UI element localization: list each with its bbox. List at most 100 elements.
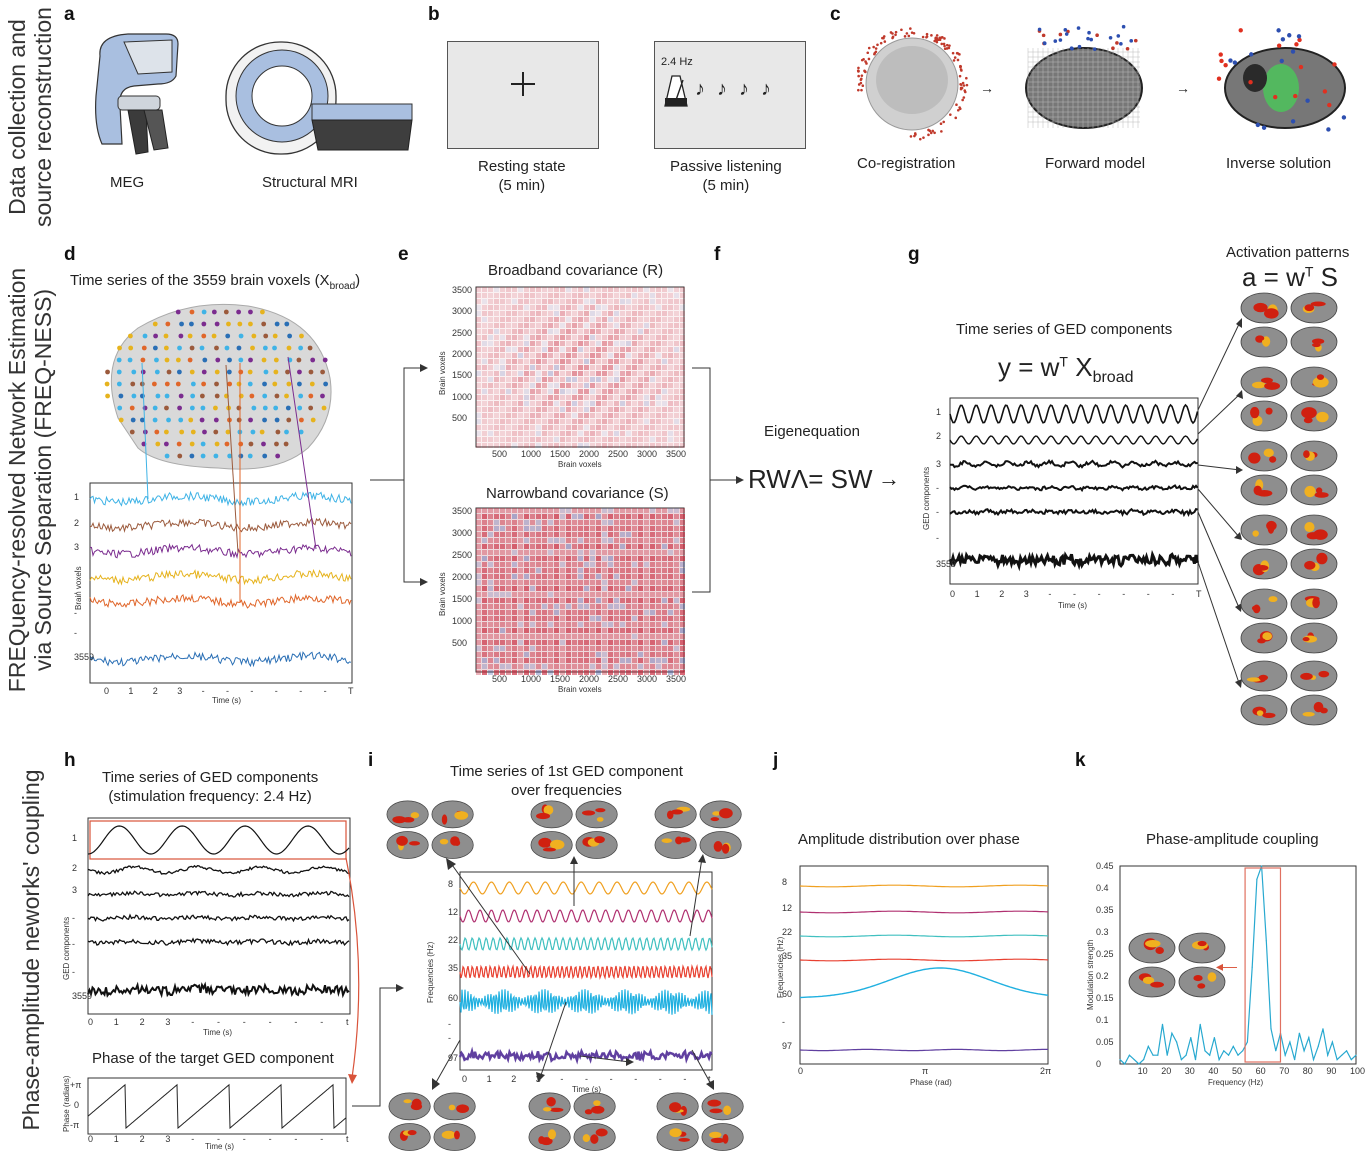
covariance-cell [500,437,505,442]
panel-e-xtick-0-6: 3500 [666,449,687,459]
covariance-cell [536,610,541,615]
covariance-cell [596,437,601,442]
pac-data-point [1251,966,1253,968]
voxel-dot [178,333,184,339]
brain-hemisphere [1240,588,1288,620]
covariance-cell [530,622,535,627]
voxel-dot [275,453,281,459]
covariance-cell [602,311,607,316]
covariance-cell [566,305,571,310]
panel-k-ylabel: Modulation strength [1086,939,1095,1010]
covariance-cell [482,395,487,400]
panel-d-ytick-3: - [74,566,77,576]
voxel-time-series-chart [89,356,353,684]
covariance-cell [596,329,601,334]
covariance-cell [524,401,529,406]
covariance-cell [506,311,511,316]
covariance-cell [584,598,589,603]
arrow-c1: → [980,80,994,96]
covariance-cell [590,383,595,388]
covariance-cell [512,520,517,525]
panel-d-ytick-0: 1 [74,492,80,502]
covariance-cell [632,431,637,436]
covariance-cell [584,544,589,549]
covariance-cell [530,389,535,394]
covariance-cell [662,293,667,298]
covariance-cell [608,431,613,436]
voxel-dot [179,429,185,435]
pac-data-point [1284,1054,1286,1056]
panel-d-xtick-1: 1 [128,686,134,696]
covariance-cell [578,634,583,639]
covariance-cell [476,377,481,382]
covariance-cell [602,574,607,579]
covariance-cell [650,610,655,615]
covariance-cell [608,568,613,573]
covariance-cell [482,616,487,621]
covariance-cell [680,443,685,448]
activation-blob [661,838,673,843]
covariance-cell [590,395,595,400]
sensor-dot [965,83,969,87]
covariance-cell [602,383,607,388]
activation-blob [550,839,565,850]
covariance-cell [626,574,631,579]
covariance-cell [614,604,619,609]
pac-data-point [1265,940,1267,942]
covariance-cell [488,550,493,555]
covariance-cell [680,389,685,394]
covariance-cell [674,329,679,334]
panel-e-ytick-0-0: 3500 [452,285,473,295]
sensor-dot [1290,49,1296,54]
sensor-dot [1255,122,1261,128]
covariance-cell [518,407,523,412]
covariance-cell [602,634,607,639]
covariance-cell [500,562,505,567]
covariance-cell [536,365,541,370]
covariance-cell [548,359,553,364]
panel-e-ytick-0-4: 1500 [452,370,473,381]
activation-blob [1316,374,1325,380]
covariance-cell [542,664,547,669]
covariance-cell [590,526,595,531]
covariance-cell [596,598,601,603]
voxel-dot [177,345,182,351]
covariance-cell [554,520,559,525]
panel-j-title: Amplitude distribution over phase [798,831,1020,848]
covariance-cell [548,526,553,531]
sensor-dot [1219,58,1224,64]
covariance-cell [608,443,613,448]
activation-blob [441,814,448,825]
activation-blob [1312,342,1321,348]
covariance-cell [572,365,577,370]
sensor-dot [867,57,871,61]
covariance-cell [542,622,547,627]
covariance-cell [650,323,655,328]
covariance-cell [620,598,625,603]
covariance-cell [566,628,571,633]
voxel-dot [105,393,110,399]
covariance-cell [656,437,661,442]
covariance-cell [494,317,499,322]
covariance-cell [650,640,655,645]
covariance-cell [608,604,613,609]
covariance-cell [530,443,535,448]
covariance-cell [590,556,595,561]
covariance-cell [524,377,529,382]
panel-i-ytick-7: 97 [448,1053,459,1063]
panel-g-xtick-9: - [1171,589,1175,599]
covariance-cell [530,550,535,555]
brain-hemisphere [386,800,429,829]
covariance-cell [488,628,493,633]
covariance-cell [554,365,559,370]
covariance-cell [638,413,643,418]
covariance-cell [644,586,649,591]
covariance-cell [572,586,577,591]
covariance-cell [548,592,553,597]
covariance-cell [542,640,547,645]
voxel-dot [261,321,267,327]
panel-i-xtick-6: - [609,1074,613,1084]
sensor-dot [1276,43,1282,48]
covariance-cell [650,311,655,316]
covariance-cell [536,377,541,382]
